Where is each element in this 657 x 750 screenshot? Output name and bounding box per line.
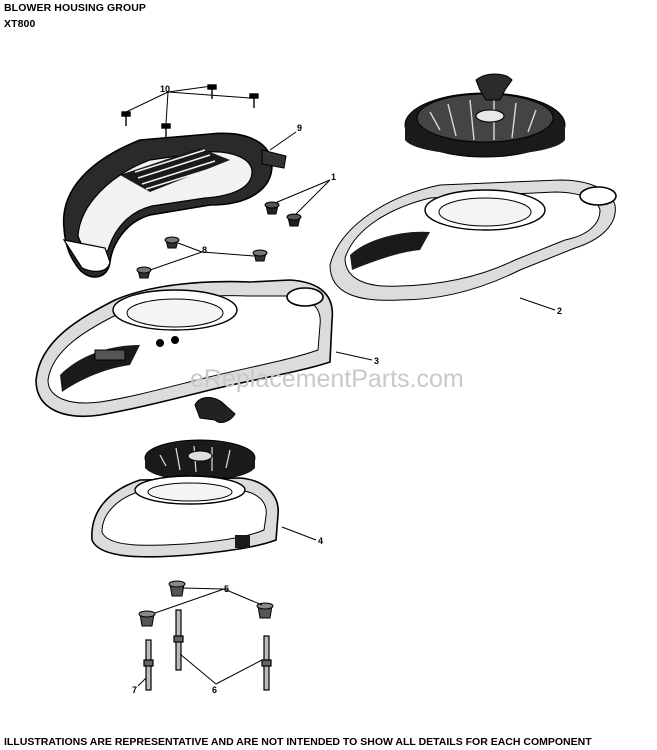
part-3-blower-housing — [35, 279, 334, 417]
part-10-screws — [121, 84, 259, 138]
part-1-grommets — [264, 201, 302, 227]
model-number: XT800 — [4, 18, 36, 30]
callout-3: 3 — [374, 356, 379, 366]
callout-7: 7 — [132, 685, 137, 695]
part-9-cover — [62, 132, 287, 278]
part-6-7-studs — [143, 609, 272, 691]
callout-10: 10 — [160, 84, 170, 94]
part-2-starter-assembly — [329, 73, 617, 301]
callout-5: 5 — [224, 584, 229, 594]
disclaimer-footer: ILLUSTRATIONS ARE REPRESENTATIVE AND ARE… — [4, 736, 592, 748]
callout-4: 4 — [318, 536, 323, 546]
callout-6: 6 — [212, 685, 217, 695]
leader-lines — [125, 85, 556, 687]
part-4-recoil-starter — [91, 397, 279, 558]
callout-1: 1 — [331, 172, 336, 182]
callout-9: 9 — [297, 123, 302, 133]
part-5-spacers — [138, 580, 274, 627]
callout-8: 8 — [202, 245, 207, 255]
callout-2: 2 — [557, 306, 562, 316]
watermark: eReplacementParts.com — [190, 365, 464, 393]
diagram-title: BLOWER HOUSING GROUP — [4, 2, 147, 14]
exploded-parts-diagram: eReplacementParts.com 10 9 1 8 2 3 4 5 6… — [35, 73, 617, 695]
part-8-grommets — [136, 236, 268, 279]
